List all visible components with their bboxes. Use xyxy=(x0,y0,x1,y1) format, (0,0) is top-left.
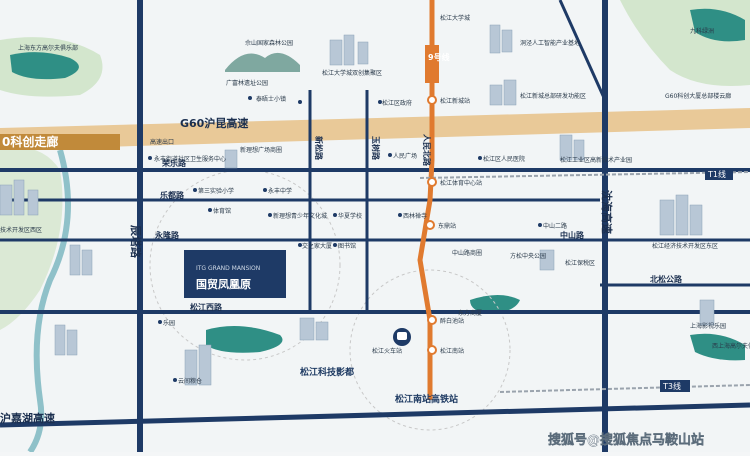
t1-line xyxy=(419,171,750,179)
songjiang-uni2-label: 松江大学城双创集聚区 xyxy=(322,69,382,77)
yushu-label: 玉树路 xyxy=(371,136,381,161)
t3-label: T3线 xyxy=(662,381,681,391)
g60-highway xyxy=(0,108,750,150)
south-station-label: 松江南站高铁站 xyxy=(395,393,458,405)
lake xyxy=(10,52,79,80)
daolin-label: 洞泾人工智能产业基地 xyxy=(520,39,580,47)
project-name-en: ITG GRAND MANSION xyxy=(196,265,260,272)
sports-center-label: 体育馆 xyxy=(213,207,231,215)
huhang-highway xyxy=(0,402,750,428)
ledu-school-label: 第三实验小学 xyxy=(198,187,234,195)
shidai-label: 泰晤士小镇 xyxy=(256,95,286,103)
beisong-label: 北松公路 xyxy=(650,274,683,284)
shaonian-label: 新理想青少年文化城 xyxy=(273,212,327,220)
renmin-label: 人民北路 xyxy=(422,134,432,167)
songjiang-uni-station-label: 松江大学城 xyxy=(440,14,470,22)
yunjian-label: 云间粮仓 xyxy=(178,377,202,385)
guangfulin-label: 广富林遗址公园 xyxy=(226,79,268,87)
she-shan-label: 佘山国家森林公园 xyxy=(245,39,293,47)
shanghai-film-label: 上海影视乐园 xyxy=(690,322,726,330)
t3-badge xyxy=(660,380,690,392)
metro-station-icon[interactable] xyxy=(427,345,437,355)
radius-ring xyxy=(349,269,511,431)
metro-9-label: 9号线 xyxy=(428,52,450,62)
lake xyxy=(206,326,283,353)
river xyxy=(27,149,71,454)
leduolu-label: 乐都路 xyxy=(160,190,185,200)
metro-9-badge xyxy=(425,45,439,83)
t1-badge xyxy=(705,168,733,180)
xinsong-label: 新松路 xyxy=(314,136,324,161)
lake xyxy=(470,295,520,314)
she-shan-mountain xyxy=(225,52,300,72)
shenhai-label: 沈海高速 xyxy=(600,190,614,234)
songjiang-west-label: 松江西路 xyxy=(190,302,223,312)
dongfang-label: 东方商厦 xyxy=(458,309,482,317)
metro-line-9 xyxy=(417,0,435,400)
g60-label: G60沪昆高速 xyxy=(180,116,248,130)
xilin-label: 西林禅寺 xyxy=(403,212,427,220)
building-cluster xyxy=(0,24,715,386)
songjiang-bus-label: 松江火车站 xyxy=(372,347,402,355)
leyuan-label: 乐园 xyxy=(163,320,175,327)
economic-zone-label: 松江经济技术开发区东区 xyxy=(652,242,718,250)
hanting-label: 交之家大厦 xyxy=(302,242,332,250)
dongjinggong-label: 东鼎站 xyxy=(438,222,456,230)
fanghu-label: 方松中央公园 xyxy=(510,252,546,260)
chenta-label: 辰塔路 xyxy=(129,225,143,259)
gaodian-label: 高速出口 xyxy=(150,138,174,146)
huaxia-label: 华夏学校 xyxy=(338,212,362,220)
project-box[interactable] xyxy=(184,250,286,298)
project-name-cn: 国贸凤凰原 xyxy=(196,277,251,291)
poi-dot-icon xyxy=(148,96,542,382)
train-station-icon[interactable] xyxy=(393,328,411,346)
g60-park-label: G60科创大厦总部楼云廊 xyxy=(665,92,731,100)
lake xyxy=(690,8,745,42)
west-shanghai-label: 西上海高尔夫俱乐部 xyxy=(712,342,750,350)
huhang-label: 沪嘉湖高速 xyxy=(0,411,55,425)
songjiang-sports-label: 松江体育中心站 xyxy=(440,179,482,187)
zhongshan-label: 中山路 xyxy=(560,230,585,240)
district-gov-label: 松江区政府 xyxy=(382,99,412,107)
metro-station-icon[interactable] xyxy=(425,220,435,230)
metro-station-icon[interactable] xyxy=(427,95,437,105)
south-plaza-label: 松江南站 xyxy=(440,347,464,355)
watermark-label: 搜狐号@搜狐焦点马鞍山站 xyxy=(548,432,704,448)
songjiang-new-station-label: 松江新城站 xyxy=(440,97,470,105)
connector-road xyxy=(558,0,607,101)
lake xyxy=(690,333,745,361)
metro-station-icon[interactable] xyxy=(427,177,437,187)
railway-label: 醉白池站 xyxy=(440,317,464,325)
shuangyu-label: 永丰中学 xyxy=(268,187,292,195)
songjiang-ind-label: 松江工业区高新技术产业园 xyxy=(560,156,632,164)
gaoer-label: 永丰街道社区卫生服务中心 xyxy=(154,155,226,163)
xinfang-label: 新理想广场商圈 xyxy=(240,146,282,154)
songjiang-new-label: 松江新城总部研发功能区 xyxy=(520,92,586,100)
t1-label: T1线 xyxy=(707,169,726,179)
ronglelu-label: 荣乐路 xyxy=(161,158,187,168)
tech-west-label: 技术开发区西区 xyxy=(0,226,42,234)
dongsheng-label: 松江保税区 xyxy=(565,259,595,267)
kechuang-band xyxy=(0,134,120,150)
park-east-label: 中山二路 xyxy=(543,222,567,230)
zhongshan-commercial-label: 中山路商圈 xyxy=(452,249,482,257)
jiuke-label: 九科绿洲 xyxy=(690,27,714,35)
metro-station-icon[interactable] xyxy=(427,315,437,325)
dongyue-label: 人民广场 xyxy=(393,152,417,160)
shanghai-east-label: 上海东方高尔夫俱乐部 xyxy=(18,44,78,52)
library-label: 图书馆 xyxy=(338,242,356,250)
yonglulu-label: 永隆路 xyxy=(154,230,180,240)
songjiang-hospital-label: 松江区人民医院 xyxy=(483,155,525,163)
kechuang-label: 0科创走廊 xyxy=(2,134,58,149)
songjiang-kj-label: 松江科技影都 xyxy=(300,366,354,378)
